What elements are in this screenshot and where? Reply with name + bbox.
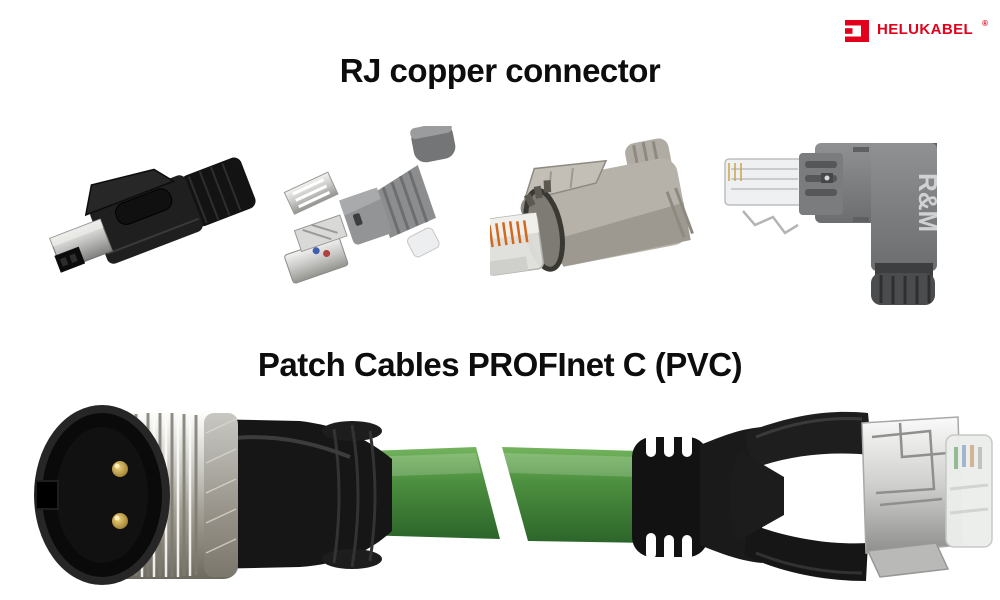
right-angle-rj45-connector-image: R&M: [703, 121, 943, 307]
exploded-rj45-connector-kit-image: [260, 126, 488, 301]
m12-gold-pin: [112, 461, 128, 477]
helukabel-logo-text: HELUKABEL: [876, 21, 974, 38]
helukabel-logo-icon: [844, 20, 869, 42]
registered-trademark: ®: [982, 19, 988, 28]
m12-gold-pin: [112, 513, 128, 529]
rm-brand-label: R&M: [913, 173, 943, 232]
m12-to-rj45-profinet-patch-cable-image: [0, 393, 1000, 600]
m12-connector: [34, 405, 392, 585]
green-profinet-cable: [360, 447, 652, 543]
black-rj45-field-assembly-connector-image: [38, 127, 263, 302]
rj45-connector: [861, 416, 993, 578]
helukabel-logo: HELUKABEL ®: [844, 19, 988, 42]
section-title-patch-cables-profinet: Patch Cables PROFInet C (PVC): [257, 346, 743, 383]
rj45-strain-relief-boot: [632, 411, 872, 581]
gray-industrial-rj45-connector-image: [490, 120, 695, 302]
section-title-rj-copper-connector: RJ copper connector: [339, 52, 661, 89]
